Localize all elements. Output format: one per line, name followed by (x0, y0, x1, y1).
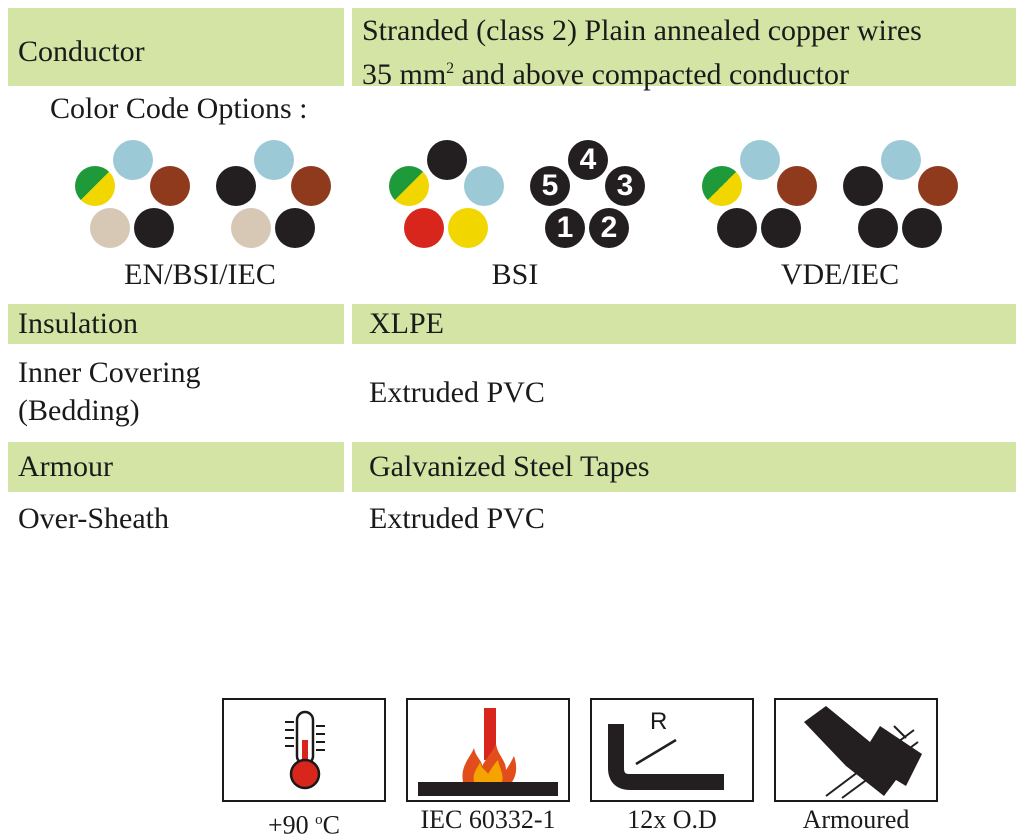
core-number-4: 4 (568, 140, 608, 180)
grey-core-dot (231, 208, 271, 248)
inner-covering-label-cell: Inner Covering (Bedding) (8, 354, 344, 434)
armoured-cable-icon (804, 706, 922, 799)
inner-covering-label: Inner Covering (18, 356, 201, 389)
temperature-caption-value: +90 (267, 810, 316, 840)
black-core-dot (858, 208, 898, 248)
insulation-value: XLPE (369, 307, 444, 340)
yellow-core-dot (448, 208, 488, 248)
black-core-dot (717, 208, 757, 248)
brown-core-dot (777, 166, 817, 206)
blue-core-dot (254, 140, 294, 180)
conductor-value-cell: Stranded (class 2) Plain annealed copper… (352, 8, 1016, 91)
blue-core-dot (113, 140, 153, 180)
armoured-box (774, 698, 938, 802)
green-yellow-core-dot (75, 166, 115, 206)
temperature-rating-box (222, 698, 386, 802)
thermometer-icon (285, 710, 325, 790)
blue-core-dot (740, 140, 780, 180)
conductor-value-line1: Stranded (class 2) Plain annealed copper… (362, 14, 922, 47)
color-group-label-bsi: BSI (491, 258, 539, 291)
color-group-label-en-bsi-iec: EN/BSI/IEC (124, 258, 276, 291)
temperature-caption-unit: C (322, 810, 340, 840)
core-number-3: 3 (605, 166, 645, 206)
inner-covering-value: Extruded PVC (369, 376, 545, 409)
bending-radius-box: R (590, 698, 754, 802)
over-sheath-value-cell: Extruded PVC (352, 500, 1016, 540)
temperature-caption-degree: o (315, 812, 323, 828)
flame-icon (418, 708, 558, 796)
color-code-diagrams: 4 5 3 1 2 (0, 0, 1024, 300)
conductor-size-exponent: 2 (446, 60, 455, 77)
black-core-dot (216, 166, 256, 206)
core-number-1: 1 (545, 208, 585, 248)
blue-core-dot (464, 166, 504, 206)
flame-test-caption: IEC 60332-1 (420, 805, 556, 834)
inner-covering-label-sub: (Bedding) (18, 394, 140, 427)
over-sheath-label-cell: Over-Sheath (8, 500, 344, 540)
armour-label-cell: Armour (8, 442, 344, 492)
insulation-value-cell: XLPE (352, 304, 1016, 344)
black-core-dot (275, 208, 315, 248)
radius-symbol: R (650, 708, 668, 735)
armoured-caption: Armoured (802, 805, 910, 834)
red-core-dot (404, 208, 444, 248)
brown-core-dot (291, 166, 331, 206)
conductor-compacted-text: and above compacted conductor (454, 58, 850, 91)
green-yellow-core-dot (389, 166, 429, 206)
conductor-value-line2: 35 mm2 and above compacted conductor (362, 50, 1016, 94)
blue-core-dot (881, 140, 921, 180)
conductor-size: 35 mm (362, 58, 447, 91)
armour-value-cell: Galvanized Steel Tapes (352, 442, 1016, 492)
conductor-label-cell: Conductor (8, 8, 344, 86)
over-sheath-label: Over-Sheath (18, 502, 170, 535)
over-sheath-value: Extruded PVC (369, 502, 545, 535)
flame-test-box (406, 698, 570, 802)
brown-core-dot (150, 166, 190, 206)
temperature-caption: +90 oC (222, 806, 386, 840)
brown-core-dot (918, 166, 958, 206)
green-yellow-core-dot (702, 166, 742, 206)
core-number-2: 2 (589, 208, 629, 248)
insulation-label: Insulation (18, 307, 138, 340)
armour-value: Galvanized Steel Tapes (369, 450, 650, 483)
grey-core-dot (90, 208, 130, 248)
black-core-dot (134, 208, 174, 248)
insulation-label-cell: Insulation (8, 304, 344, 344)
black-core-dot (427, 140, 467, 180)
black-core-dot (843, 166, 883, 206)
inner-covering-value-cell: Extruded PVC (352, 374, 1016, 414)
black-core-dot (761, 208, 801, 248)
color-code-title: Color Code Options : (50, 92, 308, 125)
core-number-5: 5 (530, 166, 570, 206)
bend-radius-icon (608, 724, 724, 790)
color-group-label-vde-iec: VDE/IEC (780, 258, 900, 291)
armour-label: Armour (18, 450, 113, 483)
bending-radius-caption: 12x O.D (627, 805, 717, 834)
conductor-label: Conductor (18, 35, 145, 68)
black-core-dot (902, 208, 942, 248)
